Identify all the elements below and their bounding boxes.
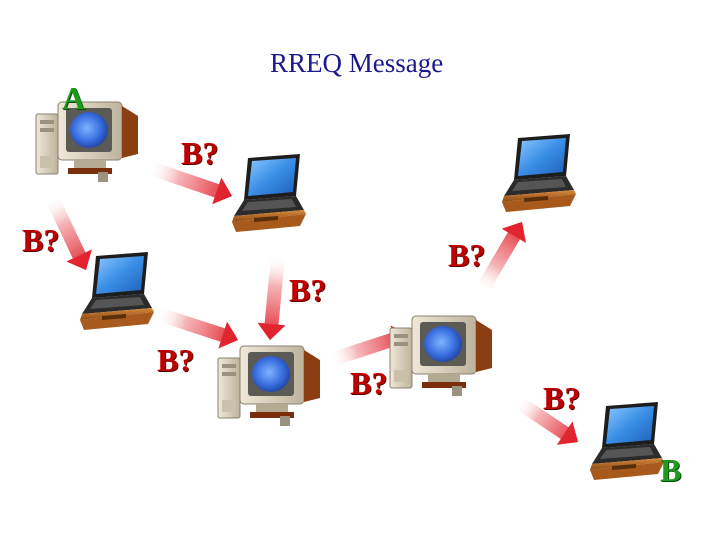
query-label: B?: [448, 237, 486, 273]
rreq-arrow: [475, 221, 526, 294]
laptop-icon: [502, 134, 576, 212]
diagram-title: RREQ Message: [270, 48, 444, 78]
query-label: B?: [157, 342, 195, 378]
laptop-icon: [590, 402, 664, 480]
laptop-icon: [232, 154, 306, 232]
rreq-arrow: [514, 396, 578, 445]
rreq-arrow: [155, 307, 239, 349]
query-label: B?: [350, 365, 388, 401]
rreq-arrow: [257, 255, 286, 340]
query-label: B?: [181, 135, 219, 171]
rreq-arrow: [45, 195, 92, 270]
query-label: B?: [543, 380, 581, 416]
rreq-arrow: [147, 161, 233, 205]
destination-node-label: B: [660, 452, 682, 488]
query-label: B?: [289, 272, 327, 308]
laptop-icon: [80, 252, 154, 330]
source-node-label: A: [62, 80, 86, 116]
query-label: B?: [22, 222, 60, 258]
desktop-computer-icon: [389, 315, 493, 397]
desktop-computer-icon: [35, 101, 139, 183]
desktop-computer-icon: [217, 345, 321, 427]
